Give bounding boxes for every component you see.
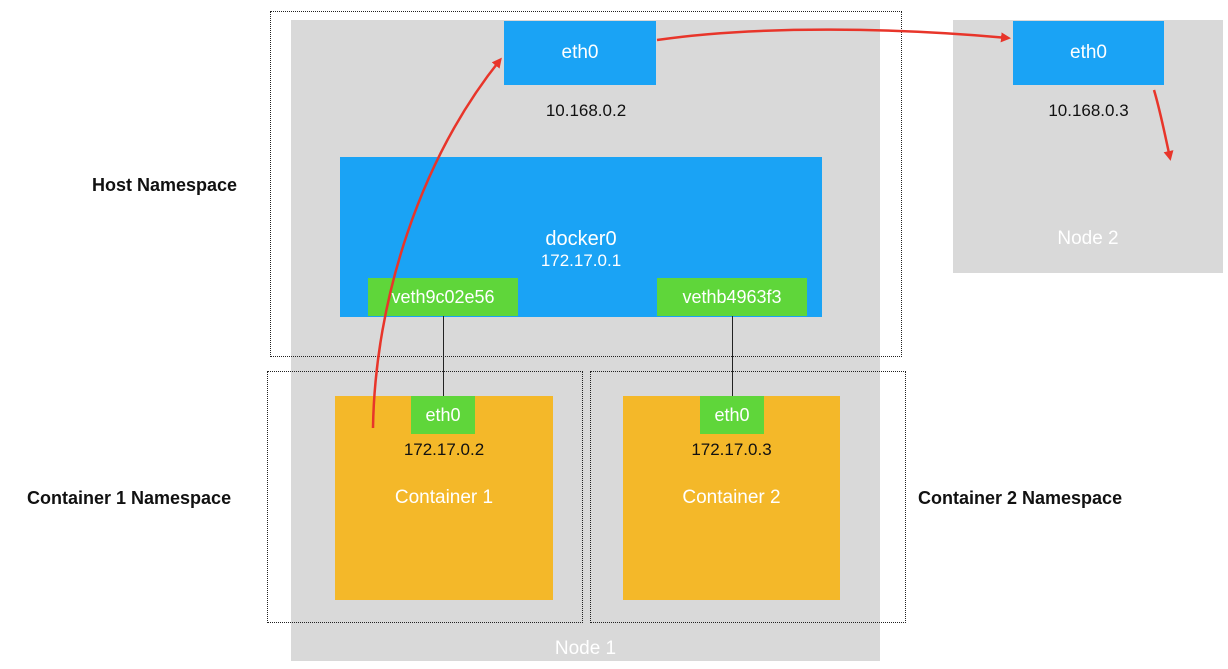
docker0-name: docker0 bbox=[545, 227, 617, 250]
container1-namespace-label: Container 1 Namespace bbox=[27, 488, 232, 508]
container1-eth0-label: eth0 bbox=[425, 404, 461, 425]
container2-eth0-interface: eth0 bbox=[700, 396, 764, 434]
container1-eth0-interface: eth0 bbox=[411, 396, 475, 434]
node2-label: Node 2 bbox=[1057, 228, 1119, 249]
link-line-container1 bbox=[443, 316, 444, 396]
veth-container1-label: veth9c02e56 bbox=[391, 286, 495, 307]
packet-path-container-to-node1-eth0 bbox=[371, 57, 502, 429]
node2-eth0-ip: 10.168.0.3 bbox=[1048, 101, 1129, 120]
container2-namespace-label: Container 2 Namespace bbox=[918, 488, 1123, 508]
container1-label: Container 1 bbox=[394, 487, 494, 508]
container2-label: Container 2 bbox=[682, 487, 781, 508]
host-namespace-label: Host Namespace bbox=[92, 175, 238, 195]
node1-eth0-interface: eth0 bbox=[504, 21, 656, 85]
packet-path-node2-inbound bbox=[1152, 89, 1174, 161]
packet-path-node1-to-node2 bbox=[656, 28, 1011, 43]
container1-ip: 172.17.0.2 bbox=[403, 440, 485, 459]
container1-namespace-boundary bbox=[267, 371, 583, 623]
node1-eth0-label: eth0 bbox=[561, 42, 599, 63]
node1-eth0-ip: 10.168.0.2 bbox=[545, 101, 627, 120]
container2-ip: 172.17.0.3 bbox=[691, 440, 772, 459]
container2-eth0-label: eth0 bbox=[714, 404, 750, 425]
veth-container2: vethb4963f3 bbox=[657, 278, 807, 316]
node2-eth0-label: eth0 bbox=[1070, 42, 1107, 63]
node1-label: Node 1 bbox=[554, 638, 617, 659]
veth-container2-label: vethb4963f3 bbox=[682, 286, 782, 307]
host-namespace-boundary bbox=[270, 11, 902, 357]
container2-namespace-boundary bbox=[590, 371, 906, 623]
link-line-container2 bbox=[732, 316, 733, 396]
docker0-ip: 172.17.0.1 bbox=[540, 251, 622, 270]
node2-eth0-interface: eth0 bbox=[1013, 21, 1164, 85]
